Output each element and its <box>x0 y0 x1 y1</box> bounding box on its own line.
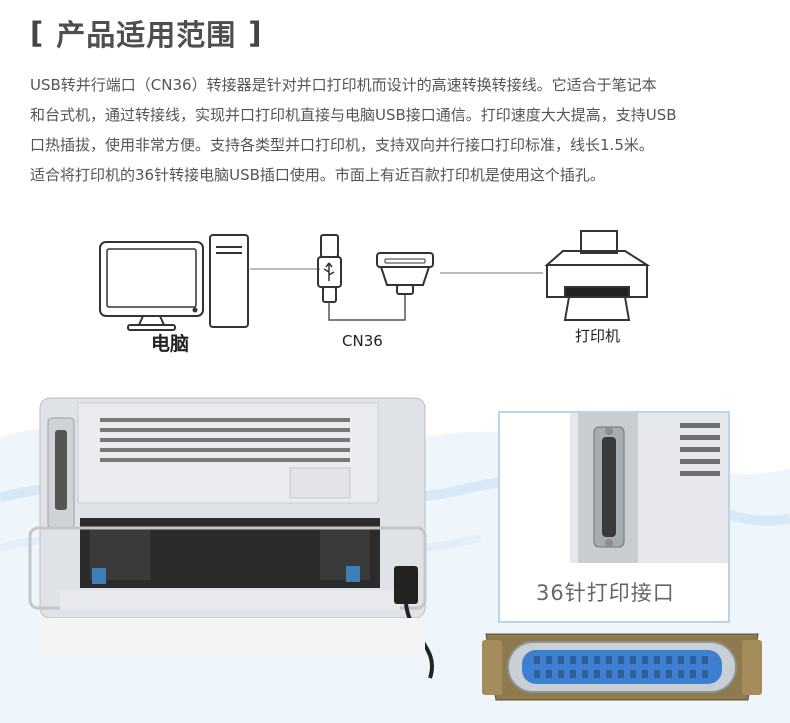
computer-icon <box>99 234 249 331</box>
port-label: 36针打印接口 <box>536 581 675 605</box>
diagram-graphic <box>99 230 651 331</box>
computer-label: 电脑 <box>151 333 190 355</box>
description-line: 适合将打印机的36针转接电脑USB插口使用。市面上有近百款打印机是使用这个插孔。 <box>30 166 605 184</box>
title-bracket-close: ] <box>248 16 263 50</box>
port-closeup-inset: 36针打印接口 <box>498 411 730 623</box>
printer-body <box>28 397 434 679</box>
description-line: USB转并行端口（CN36）转接器是针对并口打印机而设计的高速转换转接线。它适合… <box>30 76 657 94</box>
usb-plug-icon <box>317 234 342 303</box>
product-description: USB转并行端口（CN36）转接器是针对并口打印机而设计的高速转换转接线。它适合… <box>30 70 770 190</box>
cn36-connector-icon <box>376 252 434 295</box>
cable-label: CN36 <box>342 332 383 350</box>
connection-diagram: 电脑 CN36 打印机 <box>95 225 665 360</box>
section-title: [ 产品适用范围 ] <box>30 10 263 56</box>
description-line: 口热插拔，使用非常方便。支持各类型并口打印机，支持双向并行接口打印标准，线长1.… <box>30 136 654 154</box>
title-text: 产品适用范围 <box>56 18 237 52</box>
cable-line <box>328 295 406 321</box>
description-line: 和台式机，通过转接线，实现并口打印机直接与电脑USB接口通信。打印速度大大提高，… <box>30 106 677 124</box>
centronics-connector <box>482 633 762 701</box>
port-closeup-graphic <box>570 413 728 563</box>
product-photo: 36针打印接口 <box>0 378 790 723</box>
title-bracket-open: [ <box>30 16 45 50</box>
printer-icon <box>544 230 651 321</box>
printer-label: 打印机 <box>575 327 621 345</box>
